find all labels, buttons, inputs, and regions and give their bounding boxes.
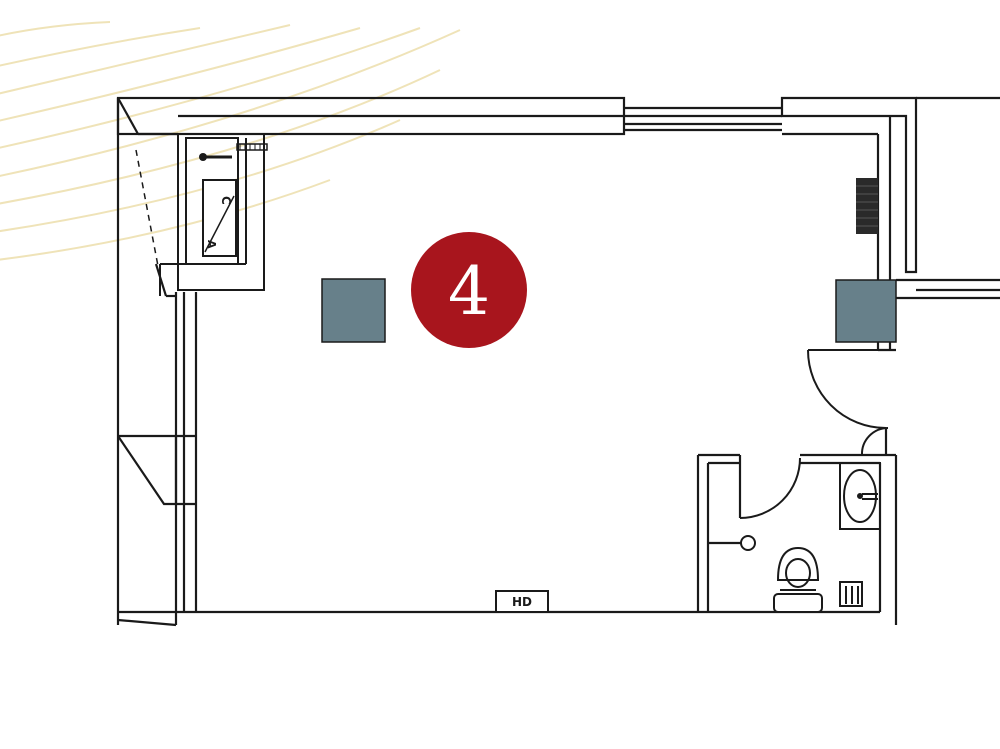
ac-label-a: A xyxy=(205,240,218,249)
unit-number: 4 xyxy=(448,253,490,330)
sink-icon xyxy=(839,462,881,530)
ac-label-c: C xyxy=(219,196,233,205)
column-left xyxy=(321,278,386,343)
door-swing-icon xyxy=(807,349,889,456)
hd-panel: HD xyxy=(495,590,549,613)
window-icon xyxy=(624,106,782,132)
bathroom-door-swing xyxy=(739,457,801,519)
column-right xyxy=(835,279,897,343)
outer-walls xyxy=(116,96,1000,627)
toilet-icon xyxy=(773,546,823,613)
unit-number-badge: 4 xyxy=(411,232,527,348)
ac-niche xyxy=(159,133,265,296)
ac-unit-icon: C A xyxy=(202,179,237,257)
balcony-edge xyxy=(135,149,159,267)
wastebasket-icon xyxy=(839,581,863,607)
probe-icon xyxy=(199,143,268,161)
hd-label: HD xyxy=(512,595,532,609)
vent-icon xyxy=(856,178,878,234)
bathroom-walls xyxy=(696,453,898,625)
floor-drain-icon xyxy=(740,535,756,551)
